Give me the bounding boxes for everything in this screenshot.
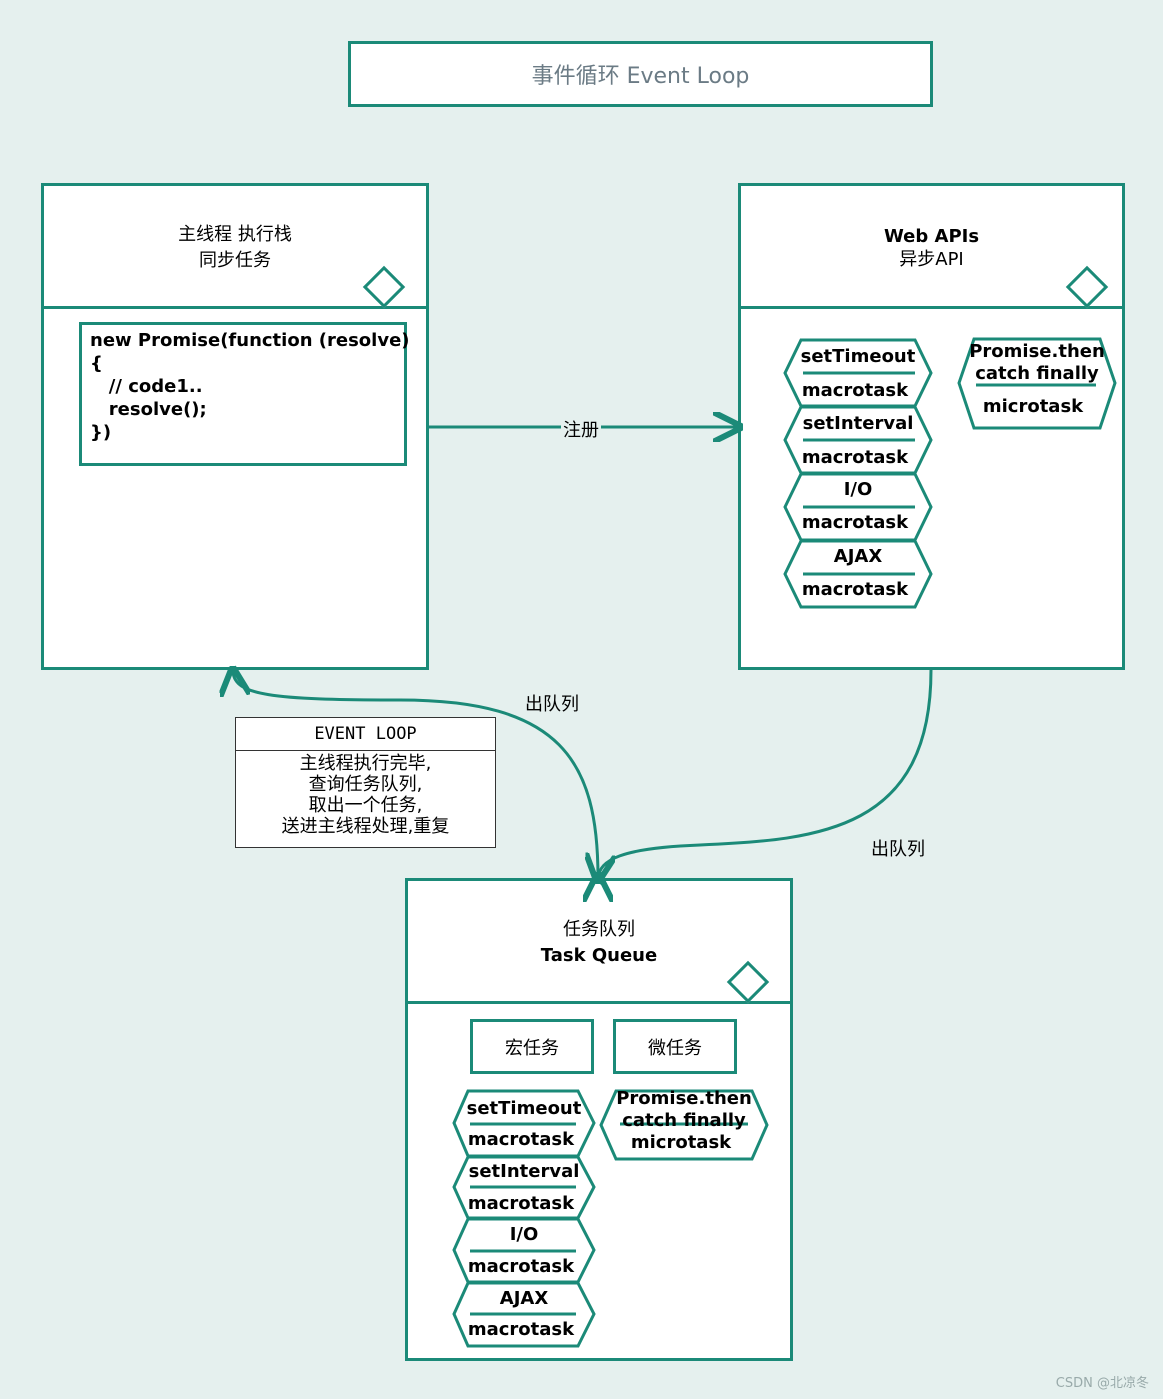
- queue-micro-name: Promise.then catch finally: [616, 1088, 752, 1131]
- watermark: CSDN @北凉冬: [1055, 1376, 1149, 1391]
- event-loop-note-line: 送进主线程处理,重复: [281, 816, 450, 837]
- web-macro-1-type: macrotask: [801, 380, 909, 401]
- web-macro-1-name: setTimeout: [800, 346, 916, 367]
- event-loop-note-body: 主线程执行完毕, 查询任务队列, 取出一个任务, 送进主线程处理,重复: [236, 751, 495, 837]
- event-loop-note: EVENT LOOP 主线程执行完毕, 查询任务队列, 取出一个任务, 送进主线…: [235, 717, 496, 848]
- queue-macro-4-name: AJAX: [499, 1288, 549, 1309]
- queue-macro-1-name: setTimeout: [466, 1098, 582, 1119]
- web-macro-3-name: I/O: [843, 479, 873, 500]
- event-loop-arrow: [233, 672, 598, 878]
- task-queue-header: 任务队列 Task Queue: [408, 881, 790, 1004]
- main-thread-header: 主线程 执行栈 同步任务: [44, 186, 426, 309]
- queue-macro-1-type: macrotask: [467, 1129, 575, 1150]
- event-loop-note-header: EVENT LOOP: [236, 718, 495, 751]
- queue-macro-3-type: macrotask: [467, 1256, 575, 1277]
- web-macro-2-name: setInterval: [802, 413, 914, 434]
- event-loop-note-line: 取出一个任务,: [308, 795, 423, 816]
- queue-macro-2-type: macrotask: [467, 1193, 575, 1214]
- web-micro-type: microtask: [982, 396, 1084, 417]
- web-macro-2-type: macrotask: [801, 447, 909, 468]
- queue-macro-2-name: setInterval: [468, 1161, 580, 1182]
- event-loop-note-line: 主线程执行完毕,: [299, 753, 432, 774]
- queue-macro-3-name: I/O: [509, 1224, 539, 1245]
- web-apis-subtitle: 异步API: [899, 249, 964, 270]
- task-queue-subtitle: Task Queue: [540, 945, 658, 966]
- queue-macro-4-type: macrotask: [467, 1319, 575, 1340]
- event-loop-note-line: 查询任务队列,: [308, 774, 423, 795]
- diagram-title: 事件循环 Event Loop: [348, 41, 933, 107]
- task-queue-title: 任务队列: [563, 919, 635, 940]
- main-thread-subtitle: 同步任务: [199, 250, 271, 271]
- web-micro-name: Promise.then catch finally: [969, 341, 1105, 384]
- main-thread-title: 主线程 执行栈: [178, 224, 292, 245]
- microtask-label-box: 微任务: [613, 1019, 737, 1074]
- macrotask-label-box: 宏任务: [470, 1019, 594, 1074]
- dequeue-label-right: 出队列: [871, 839, 925, 860]
- web-apis-header: Web APIs 异步API: [741, 186, 1122, 309]
- web-macro-4-name: AJAX: [833, 546, 883, 567]
- dequeue-label-left: 出队列: [525, 694, 579, 715]
- web-macro-4-type: macrotask: [801, 579, 909, 600]
- queue-micro-type: microtask: [630, 1132, 732, 1153]
- register-label: 注册: [561, 416, 601, 442]
- web-apis-title: Web APIs: [883, 226, 980, 247]
- code-snippet: new Promise(function (resolve) { // code…: [79, 322, 410, 466]
- web-macro-3-type: macrotask: [801, 512, 909, 533]
